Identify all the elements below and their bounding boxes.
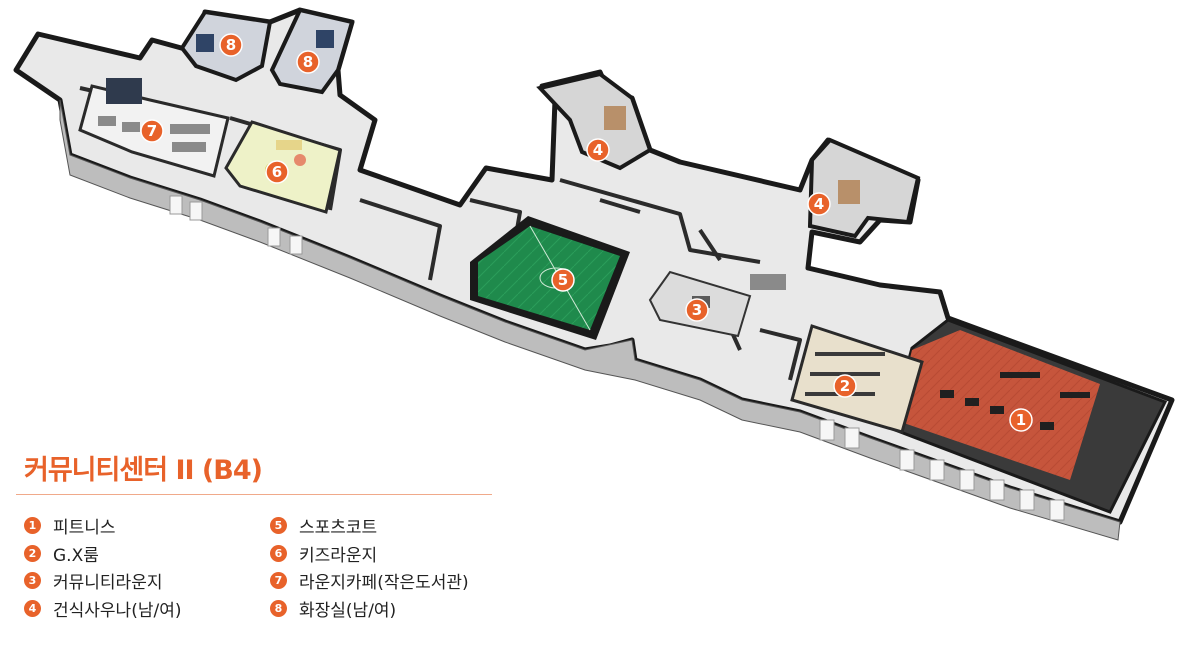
legend-item: 2 G.X룸 <box>24 541 181 566</box>
legend-item: 3 커뮤니티라운지 <box>24 568 181 593</box>
legend-item-label: 화장실(남/여) <box>299 600 397 621</box>
map-marker-label: 3 <box>692 301 702 319</box>
legend-item: 5 스포츠코트 <box>270 513 469 538</box>
map-markers: 1 2 3 4 4 5 6 7 <box>140 33 1033 432</box>
legend-item: 8 화장실(남/여) <box>270 596 469 621</box>
room-sports-court <box>470 216 630 340</box>
legend-item-label: 라운지카페(작은도서관) <box>299 573 469 593</box>
map-marker-label: 7 <box>147 122 157 140</box>
map-marker: 7 <box>140 119 164 143</box>
legend-item-label: 건식사우나(남/여) <box>53 600 182 621</box>
map-marker: 5 <box>551 268 575 292</box>
map-marker-label: 4 <box>593 141 603 159</box>
legend-item-label: G.X룸 <box>53 545 99 566</box>
map-marker-label: 2 <box>840 377 850 395</box>
legend-number-badge: 2 <box>24 544 41 562</box>
legend-item-label: 스포츠코트 <box>299 518 378 538</box>
map-marker: 3 <box>685 298 709 322</box>
map-marker-label: 1 <box>1016 411 1026 429</box>
legend-column-right: 5 스포츠코트 6 키즈라운지 7 라운지카페(작은도서관) 8 화장실(남/여… <box>270 513 469 623</box>
legend-column-left: 1 피트니스 2 G.X룸 3 커뮤니티라운지 4 건식사우나(남/여) <box>24 513 181 623</box>
legend-item-label: 피트니스 <box>53 518 116 538</box>
legend-divider <box>16 494 492 495</box>
map-marker-label: 8 <box>303 53 313 71</box>
map-marker-label: 8 <box>226 36 236 54</box>
map-marker: 6 <box>265 160 289 184</box>
map-marker-label: 6 <box>272 163 282 181</box>
legend-item: 7 라운지카페(작은도서관) <box>270 568 469 593</box>
legend-number-badge: 1 <box>24 517 41 534</box>
legend-number-badge: 7 <box>270 572 287 589</box>
legend-title: 커뮤니티센터 II (B4) <box>24 455 263 486</box>
map-marker: 2 <box>833 374 857 398</box>
map-marker: 8 <box>296 50 320 74</box>
map-marker: 1 <box>1009 408 1033 432</box>
legend-number-badge: 5 <box>270 517 287 534</box>
map-marker-label: 4 <box>814 195 824 213</box>
legend-item: 6 키즈라운지 <box>270 541 469 566</box>
legend-item-label: 커뮤니티라운지 <box>53 573 163 593</box>
legend-number-badge: 6 <box>270 544 287 562</box>
legend-item-label: 키즈라운지 <box>299 545 378 566</box>
legend-item: 1 피트니스 <box>24 513 181 538</box>
legend-number-badge: 8 <box>270 599 287 617</box>
legend-item: 4 건식사우나(남/여) <box>24 596 181 621</box>
map-marker: 4 <box>807 192 831 216</box>
legend-number-badge: 3 <box>24 572 41 589</box>
room-sauna-a <box>536 71 653 171</box>
map-marker: 8 <box>219 33 243 57</box>
map-marker-label: 5 <box>558 271 568 289</box>
room-sauna-b <box>807 137 921 239</box>
legend-number-badge: 4 <box>24 599 41 617</box>
map-marker: 4 <box>586 138 610 162</box>
